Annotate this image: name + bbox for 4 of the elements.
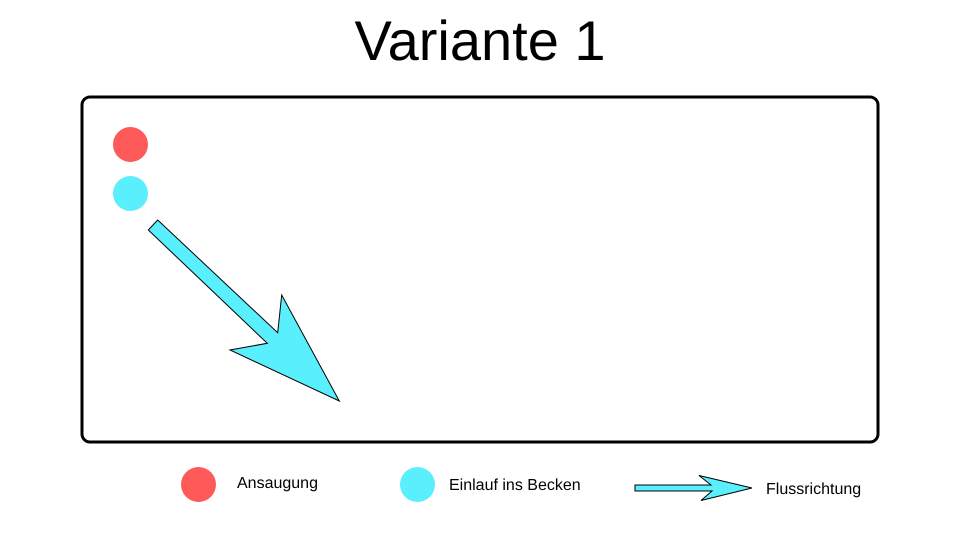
diagram-title: Variante 1 [353,8,607,74]
legend-label: Einlauf ins Becken [449,476,581,496]
legend-label: Flussrichtung [766,480,862,500]
legend-label: Ansaugung [237,474,318,494]
